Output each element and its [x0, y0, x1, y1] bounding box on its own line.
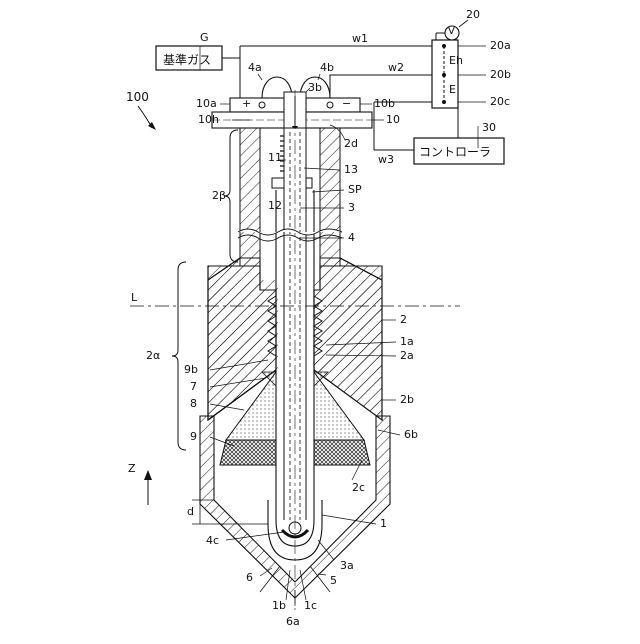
terminal-block-10a [230, 98, 284, 112]
label-10h: 10h [198, 114, 219, 126]
controller-label: コントローラ [419, 143, 491, 160]
terminal-minus-sign: − [342, 98, 351, 110]
label-10: 10 [386, 114, 400, 126]
figure-number: 100 [126, 90, 149, 104]
label-12: 12 [268, 200, 282, 212]
wire-w1: w1 [352, 33, 368, 45]
controller-code: 30 [482, 122, 496, 134]
label-3: 3 [348, 202, 355, 214]
terminal-20a: 20a [490, 40, 511, 52]
label-2: 2 [400, 314, 407, 326]
label-2beta: 2β [212, 190, 226, 202]
label-2alpha: 2α [146, 350, 160, 362]
voltmeter-symbol: V [448, 26, 455, 37]
label-3b: 3b [308, 82, 322, 94]
label-9: 9 [190, 431, 197, 443]
dimension-d-label: d [187, 506, 194, 518]
label-3a: 3a [340, 560, 354, 572]
label-10b: 10b [374, 98, 395, 110]
label-2a: 2a [400, 350, 414, 362]
label-4c: 4c [206, 535, 219, 547]
label-1: 1 [380, 518, 387, 530]
wire-w3: w3 [378, 154, 394, 166]
label-13: 13 [344, 164, 358, 176]
voltage-e: E [449, 84, 456, 96]
label-6b: 6b [404, 429, 418, 441]
terminal-20c: 20c [490, 96, 510, 108]
label-1a: 1a [400, 336, 414, 348]
circuit-code: 20 [466, 9, 480, 21]
wire-w2: w2 [388, 62, 404, 74]
label-7: 7 [190, 381, 197, 393]
label-4: 4 [348, 232, 355, 244]
label-2d: 2d [344, 138, 358, 150]
voltage-eh: Eh [449, 55, 463, 67]
label-6: 6 [246, 572, 253, 584]
label-2c: 2c [352, 482, 365, 494]
label-2b: 2b [400, 394, 414, 406]
label-9b: 9b [184, 364, 198, 376]
label-8: 8 [190, 398, 197, 410]
terminal-plus-sign: + [242, 98, 251, 110]
label-sp: SP [348, 184, 362, 196]
label-6a: 6a [286, 616, 300, 628]
reference-gas-code: G [200, 32, 209, 44]
label-1c: 1c [304, 600, 317, 612]
label-11: 11 [268, 152, 282, 164]
label-1b: 1b [272, 600, 286, 612]
terminal-20b: 20b [490, 69, 511, 81]
label-10a: 10a [196, 98, 217, 110]
label-4a: 4a [248, 62, 262, 74]
line-l-label: L [131, 292, 137, 304]
label-5: 5 [330, 575, 337, 587]
reference-gas-label: 基準ガス [163, 51, 211, 68]
axis-z-label: Z [128, 463, 136, 475]
label-4b: 4b [320, 62, 334, 74]
